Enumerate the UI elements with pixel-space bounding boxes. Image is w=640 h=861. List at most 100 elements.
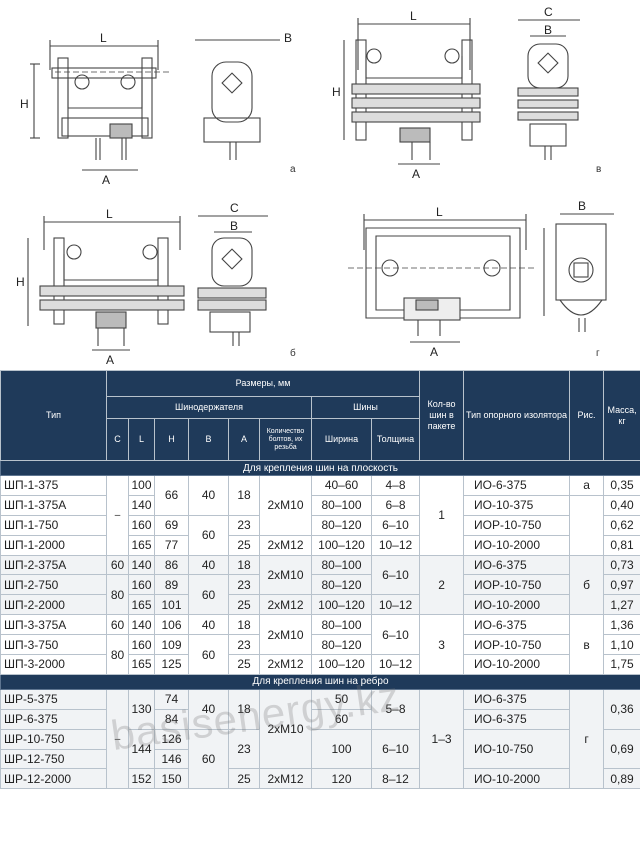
cell-mass: 0,81 (603, 534, 640, 556)
cell-thickness: 8–12 (370, 768, 421, 790)
cell-insulator: ИО-10-750 (463, 728, 571, 770)
cell-thickness: 6–10 (370, 514, 421, 536)
cell-mass: 0,89 (603, 768, 640, 790)
cell-type: ШР-6-375 (0, 708, 107, 730)
header-fig: Рис. (569, 370, 605, 461)
cell-h: 84 (154, 708, 189, 730)
cell-insulator: ИОР-10-750 (463, 574, 571, 596)
cell-a: 23 (228, 514, 260, 536)
cell-thickness: 6–10 (370, 614, 421, 656)
cell-type: ШП-3-375А (0, 614, 107, 636)
drawing-g (348, 213, 614, 343)
cell-l: 160 (128, 574, 155, 596)
cell-c: 60 (106, 614, 129, 636)
cell-insulator: ИО-10-2000 (463, 594, 571, 616)
cell-bolts: 2хМ10 (259, 475, 312, 536)
cell-width: 80–100 (311, 494, 372, 516)
cell-b: 60 (188, 634, 229, 675)
cell-width: 80–120 (311, 514, 372, 536)
cell-width: 80–120 (311, 634, 372, 656)
cell-thickness: 10–12 (370, 534, 421, 556)
dim-label: B (284, 31, 292, 45)
cell-fig: г (569, 688, 605, 790)
cell-b: 40 (188, 475, 229, 516)
cell-width: 80–100 (311, 614, 372, 636)
cell-bolts: 2хМ12 (259, 654, 312, 675)
cell-thickness: 5–8 (370, 688, 421, 730)
cell-width: 60 (311, 708, 372, 730)
cell-insulator: ИО-6-375 (463, 475, 571, 496)
cell-c: 80 (106, 634, 129, 675)
cell-count: 1–3 (419, 688, 465, 790)
dim-label: A (106, 353, 114, 367)
cell-a: 18 (228, 688, 260, 730)
cell-thickness: 10–12 (370, 594, 421, 616)
cell-a: 25 (228, 534, 260, 556)
cell-a: 25 (228, 654, 260, 675)
figure-label: в (596, 164, 601, 175)
dim-label: C (230, 201, 239, 215)
drawing-b (27, 215, 268, 351)
cell-fig: б (569, 554, 605, 616)
header-a: A (228, 418, 260, 461)
cell-b: 60 (188, 514, 229, 556)
cell-fig: в (569, 614, 605, 675)
cell-type: ШП-1-750 (0, 514, 107, 536)
cell-mass: 0,62 (603, 514, 640, 536)
cell-h: 86 (154, 554, 189, 576)
cell-count: 1 (419, 475, 465, 556)
cell-mass: 0,35 (603, 475, 640, 496)
cell-width: 100–120 (311, 594, 372, 616)
cell-l: 160 (128, 514, 155, 536)
cell-mass: 0,69 (603, 728, 640, 770)
cell-type: ШП-3-2000 (0, 654, 107, 675)
cell-insulator: ИОР-10-750 (463, 514, 571, 536)
cell-width: 120 (311, 768, 372, 790)
cell-width: 40–60 (311, 475, 372, 496)
cell-type: ШП-1-375 (0, 475, 107, 496)
header-c: C (106, 418, 129, 461)
cell-b: 40 (188, 554, 229, 576)
cell-b: 40 (188, 614, 229, 636)
dim-label: L (410, 9, 417, 23)
cell-a: 23 (228, 574, 260, 596)
cell-type: ШП-1-2000 (0, 534, 107, 556)
dim-label: B (230, 219, 238, 233)
cell-bolts: 2хМ10 (259, 554, 312, 596)
cell-a: 23 (228, 728, 260, 770)
cell-c: – (106, 688, 129, 790)
cell-h: 66 (154, 475, 189, 516)
dim-label: B (578, 199, 586, 213)
cell-mass: 0,73 (603, 554, 640, 576)
cell-mass: 0,97 (603, 574, 640, 596)
cell-l: 160 (128, 634, 155, 656)
cell-l: 140 (128, 554, 155, 576)
cell-width: 100–120 (311, 654, 372, 675)
cell-insulator: ИО-10-2000 (463, 654, 571, 675)
cell-l: 165 (128, 654, 155, 675)
header-count: Кол-во шин в пакете (419, 370, 465, 461)
cell-mass: 0,36 (603, 688, 640, 730)
cell-fig (569, 494, 605, 556)
dim-label: B (544, 23, 552, 37)
dim-label: A (102, 173, 110, 187)
cell-h: 74 (154, 688, 189, 710)
cell-h: 150 (154, 768, 189, 790)
cell-type: ШП-2-750 (0, 574, 107, 596)
cell-b: 40 (188, 688, 229, 730)
cell-l: 165 (128, 594, 155, 616)
cell-h: 106 (154, 614, 189, 636)
cell-mass: 1,36 (603, 614, 640, 636)
cell-a: 25 (228, 594, 260, 616)
cell-thickness: 10–12 (370, 654, 421, 675)
dim-label: L (106, 207, 113, 221)
dim-label: H (332, 85, 341, 99)
cell-l: 140 (128, 494, 155, 516)
cell-b: 60 (188, 728, 229, 790)
cell-l: 130 (128, 688, 155, 730)
dim-label: L (436, 205, 443, 219)
technical-drawings: L B H A L C B H A L C B H A L B A а в б … (16, 5, 614, 367)
cell-c: 60 (106, 554, 129, 576)
cell-mass: 0,40 (603, 494, 640, 516)
cell-mass: 1,75 (603, 654, 640, 675)
